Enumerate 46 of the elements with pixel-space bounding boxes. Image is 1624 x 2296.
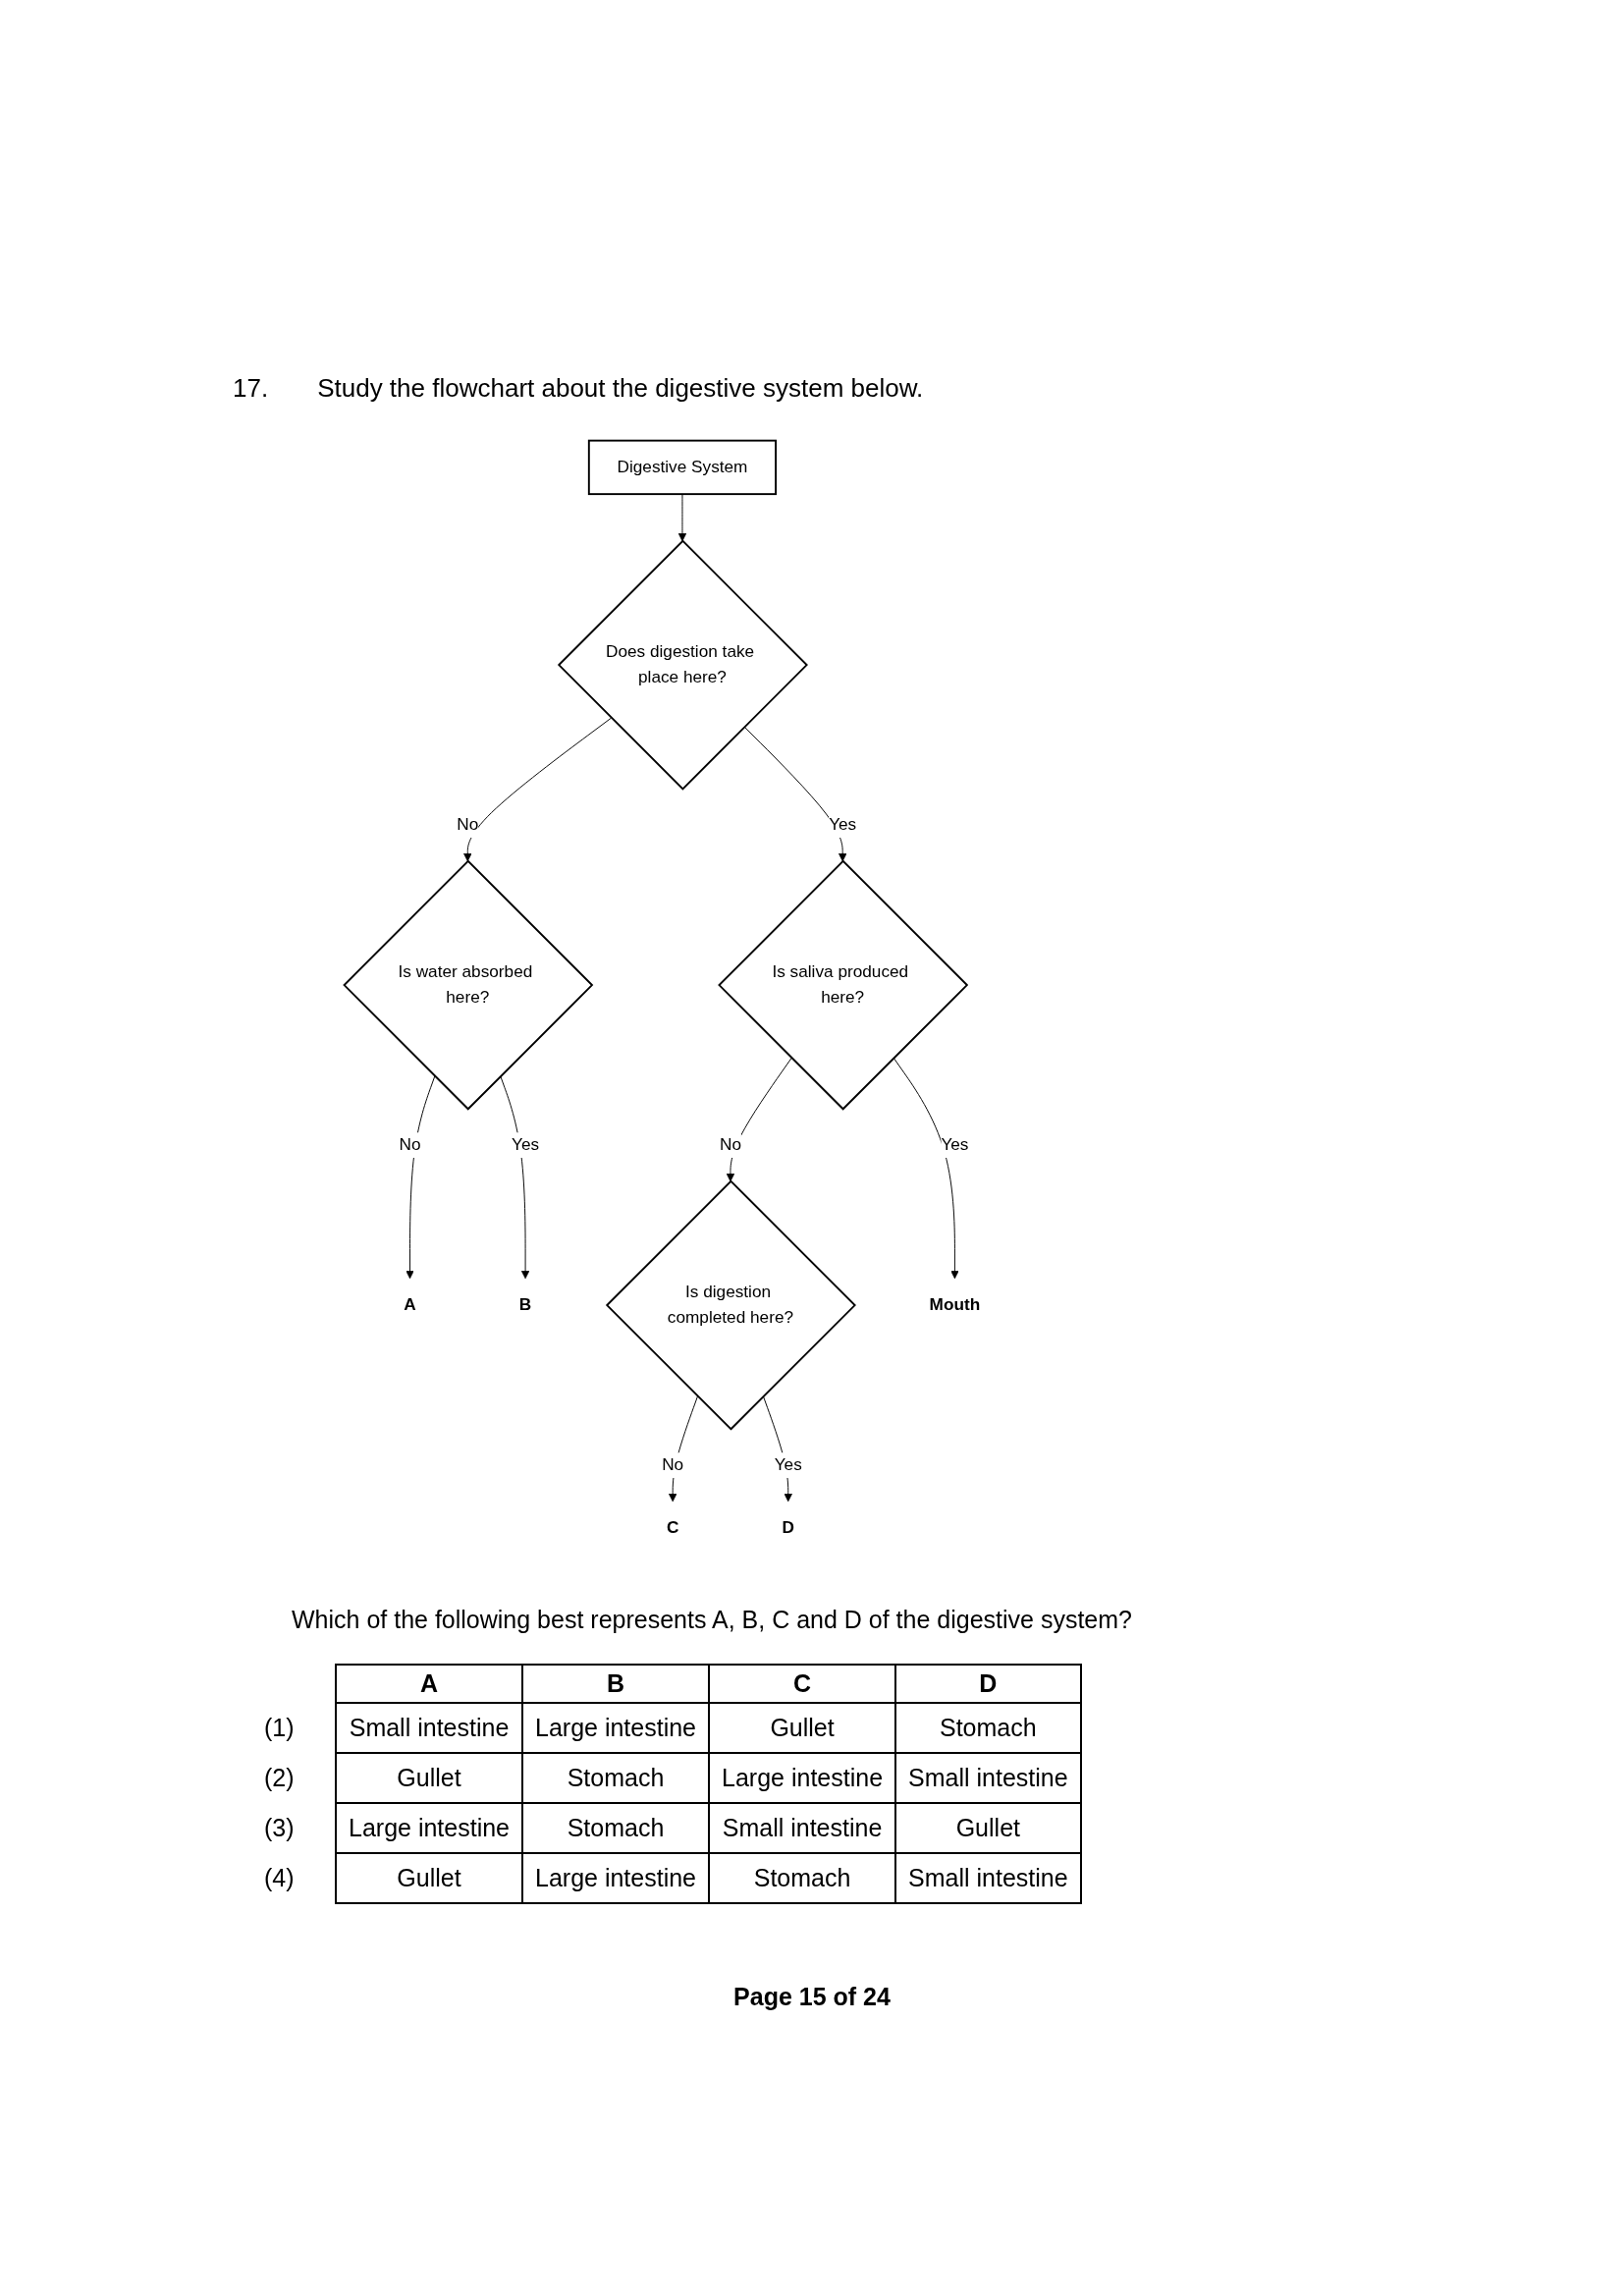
table-header: D xyxy=(895,1665,1081,1703)
row-label: (1) xyxy=(264,1714,295,1741)
edge-label: No xyxy=(457,815,479,835)
table-cell: Small intestine xyxy=(895,1753,1081,1803)
title: Study the flowchart about the digestive system below. xyxy=(317,373,924,404)
edge-label: Yes xyxy=(774,1455,802,1475)
table-cell: Small intestine xyxy=(336,1703,522,1753)
table-cell: Large intestine xyxy=(709,1753,896,1803)
table-cell: Stomach xyxy=(522,1753,710,1803)
node-diamond: Is water absorbed here? xyxy=(343,859,594,1111)
node-text: A xyxy=(404,1295,416,1315)
edge-label: Yes xyxy=(829,815,857,835)
table-header: C xyxy=(709,1665,896,1703)
question-number: 17. xyxy=(233,373,269,404)
table-cell: Gullet xyxy=(336,1853,522,1903)
row-label: (3) xyxy=(264,1814,295,1841)
node-text: D xyxy=(782,1518,794,1538)
table-header: B xyxy=(522,1665,710,1703)
table-cell: Small intestine xyxy=(709,1803,896,1853)
node-text: B xyxy=(518,1295,532,1315)
table-cell: Stomach xyxy=(709,1853,896,1903)
table-cell: Gullet xyxy=(709,1703,896,1753)
table-cell: Large intestine xyxy=(336,1803,522,1853)
node-diamond: Does digestion take place here? xyxy=(557,539,808,791)
node-diamond: Is saliva produced here? xyxy=(718,859,969,1111)
table-cell: Gullet xyxy=(336,1753,522,1803)
node-text: C xyxy=(666,1518,679,1538)
edge-label: Yes xyxy=(512,1135,540,1155)
page-number: Page 15 of 24 xyxy=(732,1983,892,2011)
row-label: (4) xyxy=(264,1864,295,1891)
edge-label: Yes xyxy=(941,1135,969,1155)
question-text: Which of the following best represents A, B, C and D of the digestive system? xyxy=(292,1606,1133,1634)
table-cell: Large intestine xyxy=(522,1853,710,1903)
edge-label: No xyxy=(719,1135,741,1155)
node-diamond: Is digestion completed here? xyxy=(605,1179,856,1431)
node-text: Mouth xyxy=(929,1295,981,1315)
table-cell: Large intestine xyxy=(522,1703,710,1753)
table-cell: Stomach xyxy=(522,1803,710,1853)
table-header: A xyxy=(336,1665,522,1703)
table-cell: Gullet xyxy=(895,1803,1081,1853)
table-cell: Small intestine xyxy=(895,1853,1081,1903)
row-label: (2) xyxy=(264,1764,295,1791)
edge-label: No xyxy=(662,1455,684,1475)
edge-label: No xyxy=(399,1135,421,1155)
table-cell: Stomach xyxy=(895,1703,1081,1753)
node-box: Digestive System xyxy=(587,439,778,496)
